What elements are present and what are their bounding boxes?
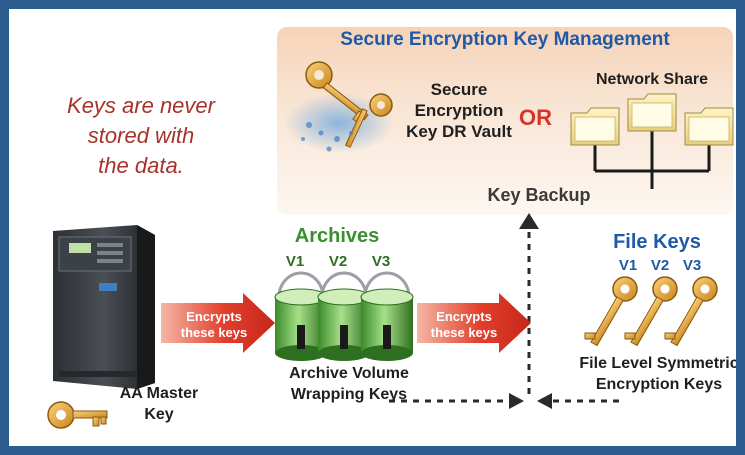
dashed-flow-arrows [389,213,619,409]
arrow-middle-line-2: these keys [430,325,498,340]
master-key-label: AA Master Key [99,383,219,425]
file-symmetric-label: File Level Symmetric Encryption Keys [564,353,739,395]
file-symmetric-line-2: Encryption Keys [595,376,723,393]
folder-icon [627,93,677,132]
key-icon [344,93,393,148]
file-key-version-1: V1 [618,257,638,274]
archive-version-2: V2 [328,253,348,270]
key-backup-label: Key Backup [487,185,591,205]
file-key-version-2: V2 [650,257,670,274]
vault-label: Secure Encryption Key DR Vault [359,79,559,142]
network-share-label: Network Share [595,71,709,88]
archive-volumes [274,271,414,361]
panel-title: Secure Encryption Key Management [340,29,670,50]
key-icon [624,276,678,347]
archive-wrapping-line-2: Wrapping Keys [290,386,408,403]
motto-line-3: the data. [98,153,184,178]
arrow-icon [161,293,275,353]
network-share-diagram [570,93,734,189]
master-line-2: Key [144,406,174,423]
arrow-middle-label: Encrypts these keys [419,309,509,341]
server-icon [53,225,155,389]
master-line-1: AA Master [119,385,199,402]
archive-version-1: V1 [285,253,305,270]
folder-icon [570,107,620,146]
arrow-middle-line-1: Encrypts [436,309,492,324]
folder-icon [684,107,734,146]
arrow-left-label: Encrypts these keys [169,309,259,341]
cylinder-icon [360,271,414,361]
or-label: OR [519,105,552,130]
arrow-left-line-2: these keys [180,325,248,340]
vault-line-2: Encryption [414,101,504,120]
vault-keys-icon [284,61,394,153]
key-icon [664,276,718,347]
file-symmetric-line-1: File Level Symmetric [579,355,739,372]
key-icon [47,401,108,429]
master-key-icon [47,401,108,429]
file-key-version-3: V3 [682,257,702,274]
archives-title: Archives [294,225,380,247]
motto-line-1: Keys are never [67,93,215,118]
archive-version-3: V3 [371,253,391,270]
vault-line-1: Secure [430,80,488,99]
vault-line-3: Key DR Vault [406,122,512,141]
file-keys-illustration [584,276,718,347]
motto-line-2: stored with [87,123,195,148]
arrow-icon [417,293,531,353]
file-keys-title: File Keys [613,231,701,253]
arrow-left-line-1: Encrypts [186,309,242,324]
archive-wrapping-line-1: Archive Volume [289,365,409,382]
motto-text: Keys are never stored with the data. [31,91,251,181]
archive-wrapping-label: Archive Volume Wrapping Keys [259,363,439,405]
key-icon [584,276,638,347]
